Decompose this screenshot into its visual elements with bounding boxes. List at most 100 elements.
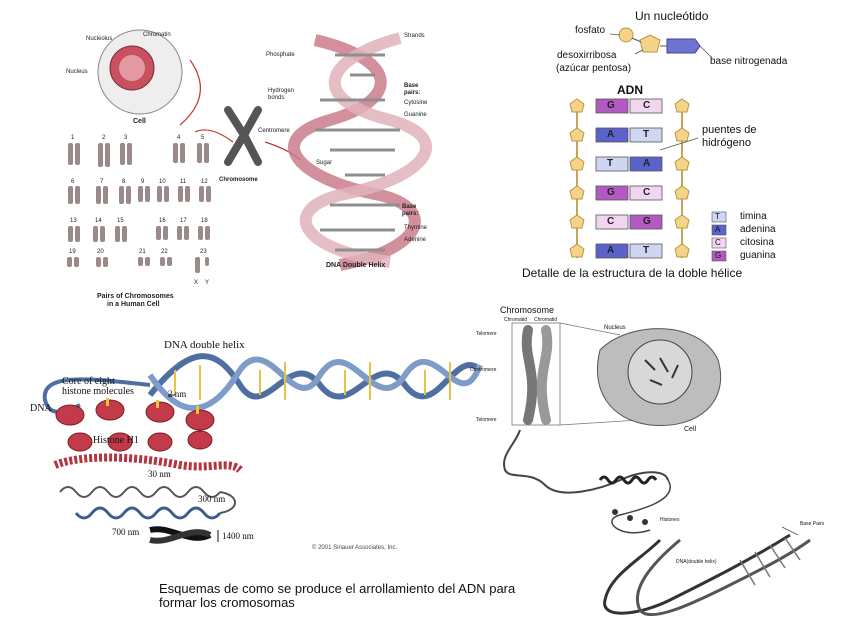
sugar-pentagon: [674, 98, 690, 113]
karyotype-number: 6: [71, 179, 75, 185]
main-caption-line1: Esquemas de como se produce el arrollami…: [159, 581, 516, 596]
nm300-label: 300 nm: [198, 494, 226, 504]
helix-caption: DNA Double Helix: [326, 262, 386, 269]
karyotype-number: 19: [69, 249, 76, 255]
karyotype-number: 11: [180, 179, 187, 185]
azucar-label: (azúcar pentosa): [556, 63, 632, 74]
karyotype: [67, 143, 211, 273]
base-block: [595, 214, 629, 230]
base-block: [629, 98, 663, 114]
sugar-pentagon: [674, 185, 690, 200]
nucleus-label-br: Nucleus: [604, 325, 626, 331]
base-letter: T: [607, 158, 614, 169]
base-letter: G: [607, 187, 615, 198]
base-block: [629, 214, 663, 230]
helix-hydrogen-label-2: bonds: [268, 95, 285, 101]
helix-basepairs-b2: pairs:: [402, 211, 419, 217]
base-letter: C: [607, 216, 615, 227]
karyotype-number: 9: [141, 179, 145, 185]
base-letter: C: [643, 100, 651, 111]
nucleolus-label: Nucleolus: [86, 36, 113, 42]
karyotype-number: 4: [177, 135, 181, 141]
centromere-label-br: Centromere: [470, 367, 497, 373]
helix-cytosine-label: Cytosine: [404, 100, 428, 106]
karyotype-number: 22: [161, 249, 168, 255]
sugar-pentagon: [569, 214, 585, 229]
nucleotide-diagram: [618, 27, 701, 54]
helix-thymine-label: Thymine: [404, 225, 428, 231]
legend-swatch: [711, 211, 727, 223]
base-letter: A: [607, 245, 615, 256]
pairs-caption-line2: in a Human Cell: [107, 301, 160, 308]
legend-key: G: [715, 251, 722, 260]
helix-detail-caption: Detalle de la estructura de la doble hél…: [522, 266, 743, 280]
sugar-pentagon: [569, 243, 585, 258]
helix-sugar-label: Sugar: [316, 160, 333, 166]
helix-basepairs-label-1: Base: [404, 83, 419, 89]
sex-chromosome-x: X: [194, 280, 199, 286]
puentes-label-2: hidrógeno: [702, 137, 751, 149]
helix-guanine-label: Guanine: [404, 112, 427, 118]
puentes-label-1: puentes de: [702, 124, 757, 136]
base-letter: C: [643, 187, 651, 198]
legend-label: citosina: [740, 237, 774, 248]
sugar-pentagon: [569, 127, 585, 142]
karyotype-number: 16: [159, 218, 166, 224]
sugar-pentagon: [569, 156, 585, 171]
karyotype-number: 21: [139, 249, 146, 255]
base-block: [595, 243, 629, 259]
arrow-cell: [179, 59, 201, 126]
dna-double-helix-label: DNA double helix: [164, 339, 245, 351]
karyotype-number: 7: [100, 179, 104, 185]
sugar-pentagon: [674, 214, 690, 229]
core-label-1: Core of eight: [62, 376, 115, 387]
karyotype-number: 8: [122, 179, 126, 185]
karyotype-number: 23: [200, 249, 207, 255]
nucleolus: [119, 55, 145, 81]
legend-swatch: [711, 237, 727, 249]
legend-swatch: [711, 224, 727, 236]
arrow-karyotype: [194, 129, 234, 143]
chromatin-label: Chromatin: [143, 32, 171, 38]
chromatid-label-2: Chromatid: [534, 317, 558, 323]
chromosome-title: Chromosome: [500, 305, 555, 315]
base-block: [595, 98, 629, 114]
chromosome-caption: Chromosome: [219, 177, 258, 183]
sex-chromosome-y: Y: [205, 280, 210, 286]
nm1400-label: 1400 nm: [222, 531, 254, 541]
karyotype-number: 15: [117, 218, 124, 224]
centromere-label: Centromere: [258, 128, 290, 134]
base-pairs-label: Base Pairs: [800, 521, 825, 527]
karyotype-number: 5: [201, 135, 205, 141]
helix-basepairs-label-2: pairs:: [404, 90, 421, 96]
legend-label: adenina: [740, 224, 776, 235]
karyotype-number: 3: [124, 135, 128, 141]
sugar-pentagon: [569, 185, 585, 200]
dna-helix-top: [288, 32, 432, 271]
legend-key: T: [715, 212, 720, 221]
base-nitrogenada-label: base nitrogenada: [710, 56, 788, 67]
karyotype-number: 1: [71, 135, 75, 141]
base-letter: G: [607, 100, 615, 111]
legend-label: guanina: [740, 250, 776, 261]
base-block: [595, 127, 629, 143]
adn-title: ADN: [617, 83, 643, 97]
ladder-rows: [569, 98, 690, 259]
base-block: [595, 185, 629, 201]
legend-label: timina: [740, 211, 767, 222]
karyotype-number: 18: [201, 218, 208, 224]
legend-swatches: [711, 211, 727, 262]
base-letter: T: [643, 245, 650, 256]
sugar-pentagon: [674, 156, 690, 171]
pairs-caption-line1: Pairs of Chromosomes: [97, 293, 174, 300]
nucleus-label: Nucleus: [66, 69, 88, 75]
fosfato-label: fosfato: [575, 25, 606, 36]
nm700-label: 700 nm: [112, 527, 140, 537]
histones-label: Histones: [660, 517, 680, 523]
dna-label: DNA: [30, 403, 52, 414]
telomere-label: Telomere: [476, 331, 497, 337]
